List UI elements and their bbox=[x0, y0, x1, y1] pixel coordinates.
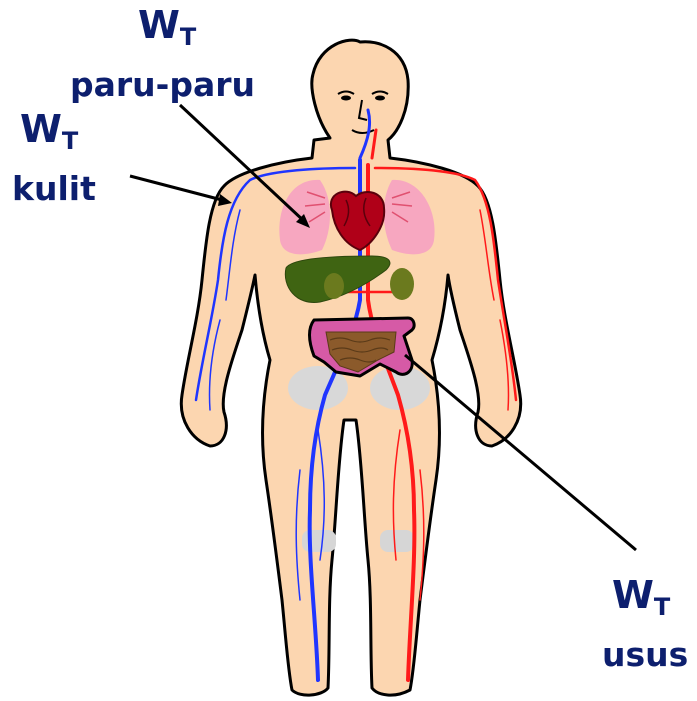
skin-label-name: kulit bbox=[12, 172, 96, 205]
kidney-right bbox=[390, 268, 414, 300]
pointer-skin bbox=[130, 176, 222, 200]
intestine-label-name: usus bbox=[602, 638, 688, 671]
lungs-label-name: paru-paru bbox=[70, 68, 255, 101]
right-eye bbox=[375, 96, 385, 101]
lungs-label-symbol: WT bbox=[138, 6, 196, 49]
intestine-label-symbol: WT bbox=[612, 576, 670, 619]
knee-bone-left bbox=[302, 530, 336, 552]
skin-label-symbol: WT bbox=[20, 110, 78, 153]
kidney-left bbox=[324, 273, 344, 299]
left-eye bbox=[341, 96, 351, 101]
knee-bone-right bbox=[380, 530, 414, 552]
